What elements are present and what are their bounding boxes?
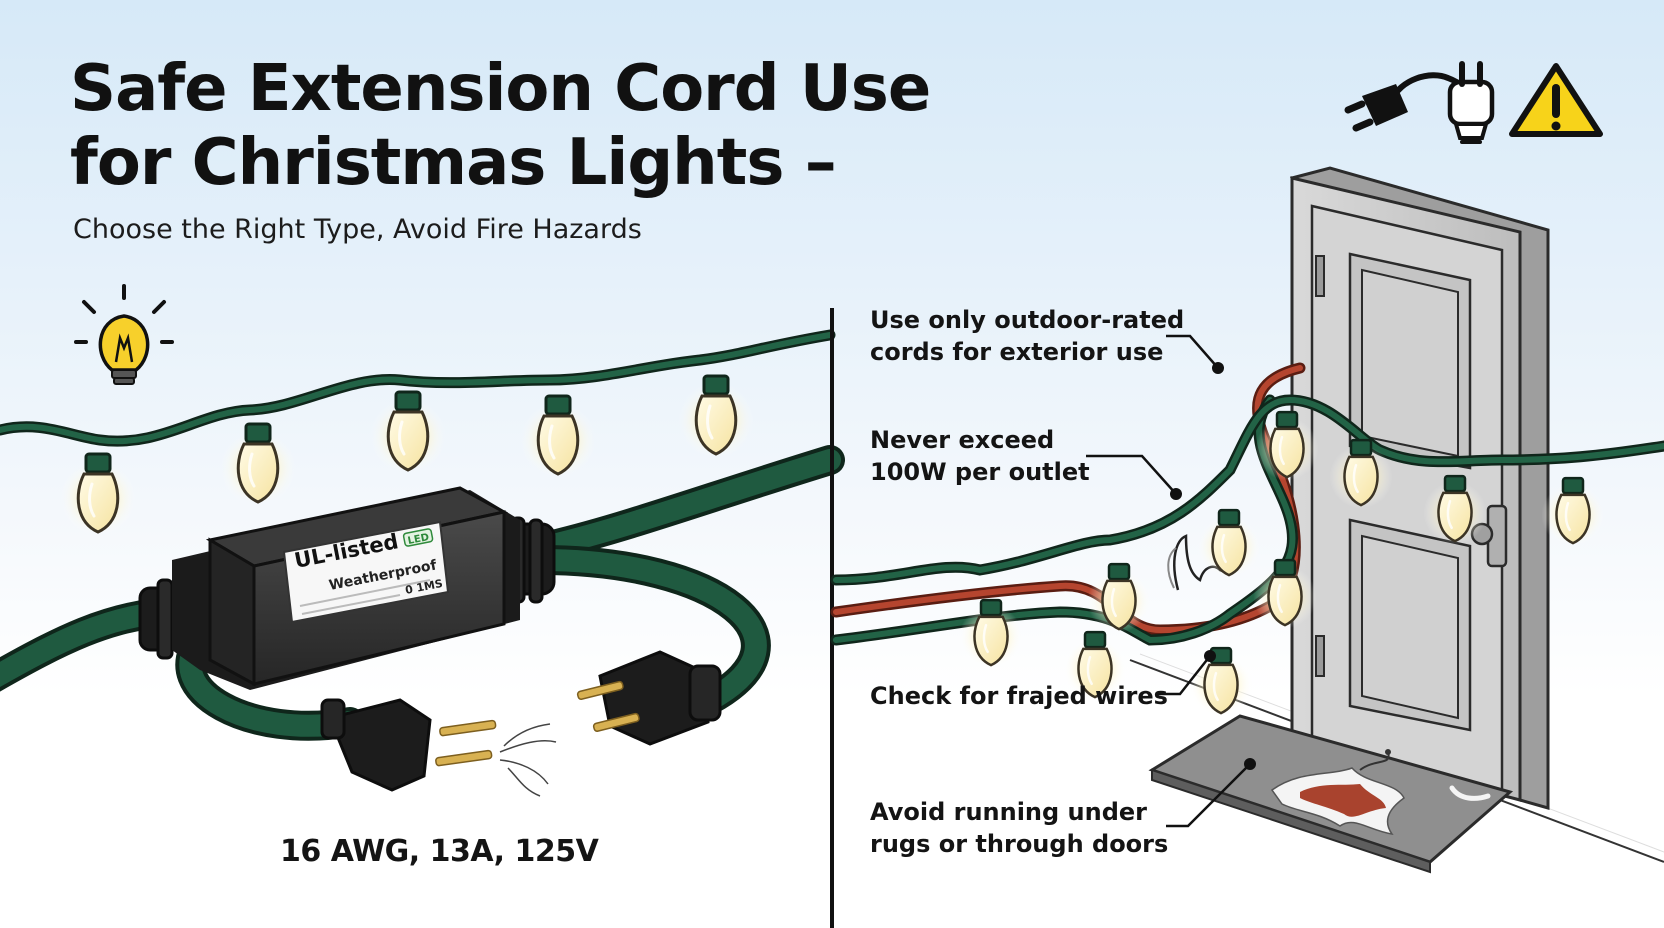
light-bulb	[1188, 646, 1254, 718]
callout-line: Never exceed	[870, 426, 1055, 454]
light-bulb	[58, 452, 138, 538]
light-bulb	[368, 390, 448, 476]
male-plug-icon	[320, 698, 557, 797]
light-bulb	[518, 394, 598, 480]
extension-cord	[0, 445, 845, 741]
light-bulb	[1196, 508, 1262, 580]
callout-line: 100W per outlet	[870, 458, 1090, 486]
callout-line: rugs or through doors	[870, 830, 1169, 858]
light-bulb	[218, 422, 298, 508]
callout-line: Use only outdoor-rated	[870, 306, 1185, 334]
adapter-icon	[1447, 61, 1495, 144]
callout-outdoor-rated: Use only outdoor-rated cords for exterio…	[870, 304, 1184, 368]
led-badge: LED	[407, 532, 430, 547]
callout-leaders	[1086, 334, 1251, 828]
female-plug-icon	[576, 650, 722, 746]
callout-frayed-wires: Check for frajed wires	[870, 680, 1168, 712]
door-mat	[1148, 714, 1514, 874]
light-bulb	[676, 374, 756, 460]
title-line-1: Safe Extension Cord Use	[70, 52, 931, 126]
warning-icon	[1509, 63, 1603, 137]
light-bulb	[1540, 476, 1606, 548]
gfci-box: LED UL-listed Weatherproof 0 1MS	[138, 486, 556, 690]
light-bulb	[1086, 562, 1152, 634]
callout-rugs-doors: Avoid running under rugs or through door…	[870, 796, 1168, 860]
callout-wattage: Never exceed 100W per outlet	[870, 424, 1090, 488]
callout-line: Check for frajed wires	[870, 682, 1168, 710]
page-title: Safe Extension Cord Use for Christmas Li…	[70, 52, 931, 200]
door-illustration	[1290, 166, 1550, 810]
lightbulb-icon	[74, 284, 174, 385]
page-subtitle: Choose the Right Type, Avoid Fire Hazard…	[73, 214, 642, 245]
callout-line: Avoid running under	[870, 798, 1148, 826]
cord-spec-label: 16 AWG, 13A, 125V	[280, 834, 599, 869]
title-line-2: for Christmas Lights –	[70, 126, 837, 200]
callout-line: cords for exterior use	[870, 338, 1164, 366]
red-extension-cord	[830, 362, 1306, 636]
